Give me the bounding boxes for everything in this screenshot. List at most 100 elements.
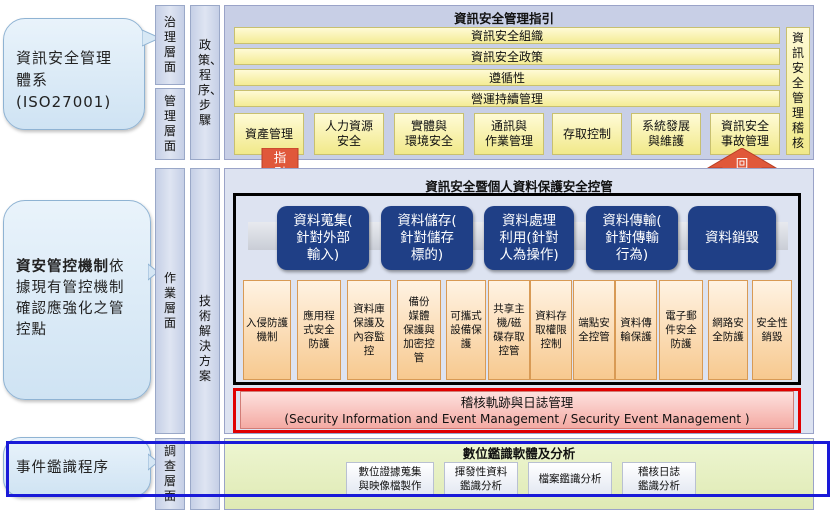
guideline-bar: 資訊安全政策 bbox=[234, 48, 780, 65]
item-line: 控 bbox=[363, 345, 375, 357]
layer-label: 管理層面 bbox=[163, 94, 176, 153]
item-line: 輸保護 bbox=[620, 331, 652, 343]
stage-line: 資料傳輸( bbox=[602, 212, 662, 229]
iso27001-callout: 資訊安全管理 體系 (ISO27001) bbox=[3, 18, 145, 130]
box-line: 資訊安全 bbox=[720, 119, 769, 133]
stage-line: 輸入) bbox=[306, 246, 340, 263]
control-item: 備份媒體保護與加密控管 bbox=[397, 280, 441, 380]
item-line: 網路安 bbox=[712, 317, 744, 329]
guideline-bar: 營運持續管理 bbox=[234, 90, 780, 107]
layer-investigation: 調查層面 bbox=[155, 438, 185, 510]
forensics-highlight-box bbox=[6, 441, 830, 497]
item-line: 端點安 bbox=[578, 317, 610, 329]
control-item: 資料傳輸保護 bbox=[615, 280, 657, 380]
item-line: 數位證據蒐集 bbox=[358, 466, 422, 478]
control-item: 共享主機/磁碟存取控管 bbox=[488, 280, 530, 380]
stage-process: 資料處理利用(針對人為操作) bbox=[484, 206, 574, 270]
stage-line: 利用(針對 bbox=[499, 229, 559, 246]
guideline-bar: 遵循性 bbox=[234, 69, 780, 86]
guideline-box: 存取控制 bbox=[552, 113, 622, 155]
item-line: 資料存 bbox=[535, 310, 567, 322]
item-line: 設備保 bbox=[450, 324, 482, 336]
callout-line: (ISO27001) bbox=[16, 93, 112, 111]
item-line: 銷毀 bbox=[761, 331, 783, 343]
forensics-item: 揮發性資料鑑識分析 bbox=[444, 462, 518, 496]
item-line: 全防護 bbox=[712, 331, 744, 343]
layer-policy-procedure: 政策、程序、步驟 bbox=[190, 5, 223, 160]
box-line: 與維護 bbox=[647, 134, 684, 148]
item-line: 稽核日誌 bbox=[638, 466, 680, 478]
item-line: 揮發性資料 bbox=[454, 466, 508, 478]
control-item: 應用程式安全防護 bbox=[297, 280, 341, 380]
callout-pointer-icon bbox=[142, 29, 162, 47]
box-line: 資產管理 bbox=[244, 126, 293, 141]
guideline-box: 實體與環境安全 bbox=[394, 113, 464, 155]
item-line: 護 bbox=[460, 338, 472, 350]
control-mechanism-callout: 資安管控機制依據現有管控機制確認應強化之管控點 bbox=[3, 200, 151, 400]
layer-label: 技術解決方案 bbox=[198, 294, 211, 383]
stage-line: 針對儲存 bbox=[400, 229, 454, 246]
box-line: 環境安全 bbox=[404, 134, 453, 148]
guideline-bar: 資訊安全組織 bbox=[234, 27, 780, 44]
item-line: 可攜式 bbox=[450, 310, 482, 322]
stage-line: 資料處理 bbox=[502, 212, 556, 229]
forensics-item: 稽核日誌鑑識分析 bbox=[622, 462, 696, 496]
guideline-box: 通訊與作業管理 bbox=[474, 113, 544, 155]
forensics-panel bbox=[224, 438, 814, 510]
item-line: 資料傳 bbox=[620, 317, 652, 329]
item-line: 式安全 bbox=[303, 324, 335, 336]
item-line: 資料庫 bbox=[353, 303, 385, 315]
stage-line: 針對傳輸 bbox=[605, 229, 659, 246]
item-line: 與映像檔製作 bbox=[358, 480, 422, 492]
box-line: 實體與 bbox=[410, 119, 447, 133]
item-line: 應用程 bbox=[303, 310, 335, 322]
control-item: 資料庫保護及內容監控 bbox=[347, 280, 391, 380]
box-line: 系統發展 bbox=[641, 119, 690, 133]
layer-tech-solution: 技術解決方案 bbox=[190, 168, 220, 510]
item-line: 取權限 bbox=[535, 324, 567, 336]
callout-text: 事件鑑識程序 bbox=[16, 460, 109, 476]
box-line: 安全 bbox=[336, 134, 361, 148]
siem-subtitle: (Security Information and Event Manageme… bbox=[284, 412, 750, 426]
item-line: 機制 bbox=[256, 331, 278, 343]
guideline-box: 資訊安全事故管理 bbox=[710, 113, 780, 155]
controls-title: 資訊安全暨個人資料保護安全控管 bbox=[425, 179, 613, 194]
item-line: 件安全 bbox=[665, 324, 697, 336]
siem-highlight-box bbox=[233, 388, 801, 433]
layer-label: 政策、程序、步驟 bbox=[198, 37, 223, 127]
item-line: 控制 bbox=[540, 338, 562, 350]
audit-side-box: 資訊安全管理稽核 bbox=[786, 27, 810, 155]
stage-line: 資料儲存( bbox=[397, 212, 457, 229]
control-item: 端點安全控管 bbox=[573, 280, 615, 380]
control-item: 安全性銷毀 bbox=[752, 280, 792, 380]
item-line: 加密控 bbox=[403, 338, 435, 350]
item-line: 電子郵 bbox=[665, 310, 697, 322]
item-line: 防護 bbox=[308, 338, 330, 350]
stage-store: 資料儲存(針對儲存標的) bbox=[381, 206, 473, 270]
item-line: 保護與 bbox=[403, 324, 435, 336]
layer-governance: 治理層面 bbox=[155, 5, 185, 85]
item-line: 內容監 bbox=[353, 331, 385, 343]
item-line: 媒體 bbox=[408, 310, 430, 322]
item-line: 鑑識分析 bbox=[638, 480, 680, 492]
item-line: 入侵防護 bbox=[246, 317, 288, 329]
stage-collect: 資料蒐集(針對外部輸入) bbox=[277, 206, 369, 270]
box-line: 通訊與 bbox=[490, 119, 527, 133]
forensics-title: 數位鑑識軟體及分析 bbox=[462, 446, 576, 461]
item-line: 機/磁 bbox=[496, 317, 522, 329]
control-item: 資料存取權限控制 bbox=[530, 280, 572, 380]
siem-title: 稽核軌跡與日誌管理 bbox=[460, 395, 574, 410]
item-line: 檔案鑑識分析 bbox=[538, 473, 602, 485]
layer-label: 作業層面 bbox=[163, 271, 176, 330]
layer-label: 治理層面 bbox=[163, 15, 176, 74]
item-line: 控管 bbox=[498, 345, 520, 357]
callout-pointer-icon bbox=[148, 263, 159, 281]
layer-management: 管理層面 bbox=[155, 88, 185, 160]
stage-transmit: 資料傳輸(針對傳輸行為) bbox=[586, 206, 678, 270]
item-line: 共享主 bbox=[493, 303, 525, 315]
audit-side-label: 資訊安全管理稽核 bbox=[791, 31, 804, 150]
stage-line: 資料銷毀 bbox=[705, 229, 759, 246]
item-line: 碟存取 bbox=[493, 331, 525, 343]
item-line: 保護及 bbox=[353, 317, 385, 329]
control-item: 電子郵件安全防護 bbox=[659, 280, 703, 380]
